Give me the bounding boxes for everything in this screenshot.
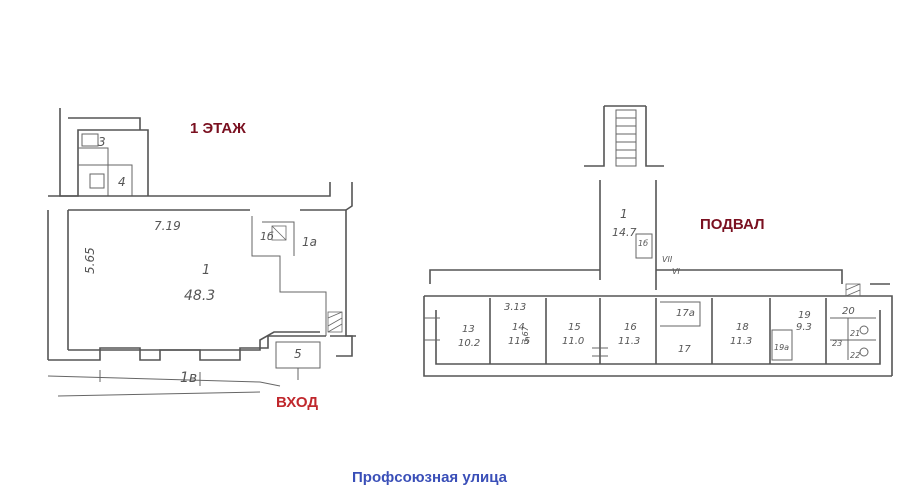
room-17a-no: 17a <box>676 308 695 319</box>
dim-width: 7.19 <box>154 219 181 233</box>
floor1-plan <box>47 108 356 397</box>
entrance-label: ВХОД <box>276 394 319 411</box>
basement-top-room-no: 1 <box>620 207 628 221</box>
room-14-no: 14 <box>512 322 525 333</box>
room-5: 5 <box>294 347 302 361</box>
room-14-area: 11.5 <box>508 336 530 347</box>
room-3: 3 <box>98 135 106 149</box>
room-17-no: 17 <box>678 344 691 355</box>
basement-top-room-sub: 1б <box>638 239 648 248</box>
room-18-area: 11.3 <box>730 336 752 347</box>
room-21-no: 21 <box>850 329 860 338</box>
basement-title: ПОДВАЛ <box>700 216 765 233</box>
room-19-area: 9.3 <box>796 322 812 333</box>
room-23-no: 23 <box>832 339 842 348</box>
main-room-no: 1 <box>202 263 210 278</box>
room-1b: 1б <box>260 230 274 243</box>
room-1a: 1a <box>302 235 317 249</box>
basement-top-room-area: 14.7 <box>612 226 637 239</box>
room-19-no: 19 <box>798 310 811 321</box>
room-13-area: 10.2 <box>458 338 480 349</box>
room-22-no: 22 <box>850 351 860 360</box>
dim-313: 3.13 <box>504 302 526 313</box>
room-19a-no: 19a <box>774 343 789 352</box>
dim-367: 3.67 <box>521 325 530 344</box>
basement-plan <box>423 105 893 377</box>
room-13-no: 13 <box>462 324 475 335</box>
marker-vii: VII <box>662 255 673 264</box>
basement-annotations: 1 14.7 1б VII VI 3.13 3.67 13 10.2 14 11… <box>458 207 860 360</box>
floor1-annotations: 7.19 5.65 1 48.3 1a 1б 1в 3 4 5 <box>83 135 317 386</box>
room-18-no: 18 <box>736 322 749 333</box>
room-1v: 1в <box>180 370 197 386</box>
room-16-no: 16 <box>624 322 637 333</box>
floor1-title: 1 ЭТАЖ <box>190 120 246 137</box>
room-16-area: 11.3 <box>618 336 640 347</box>
room-4: 4 <box>118 175 126 189</box>
street-label: Профсоюзная улица <box>352 469 507 486</box>
marker-vi: VI <box>672 267 680 276</box>
room-20-no: 20 <box>842 306 855 317</box>
room-15-area: 11.0 <box>562 336 584 347</box>
main-room-area: 48.3 <box>184 288 215 304</box>
dim-height: 5.65 <box>83 247 97 274</box>
room-15-no: 15 <box>568 322 581 333</box>
